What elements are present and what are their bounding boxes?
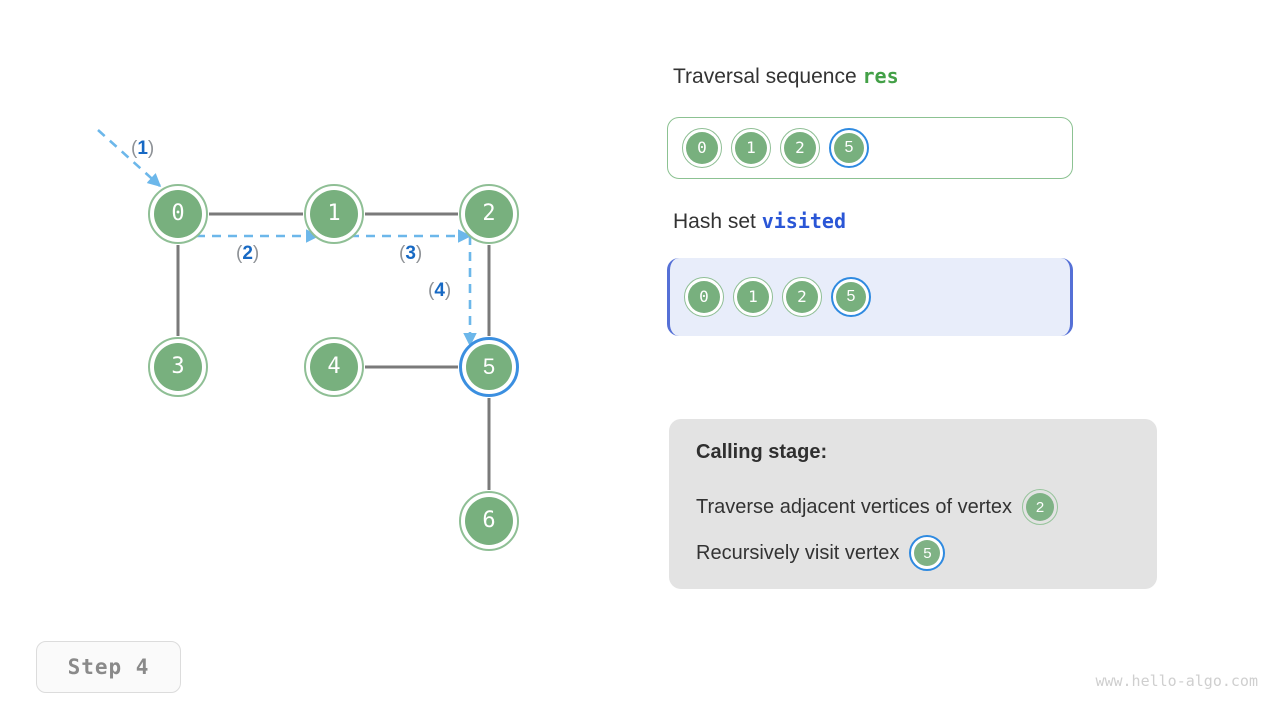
traversal-step-label-1: (1) bbox=[131, 138, 155, 159]
cell-label: 5 bbox=[844, 139, 854, 156]
res-code-label: res bbox=[862, 64, 899, 88]
calling-stage-row-2-vertex: 5 bbox=[909, 535, 946, 571]
cell-disc bbox=[786, 281, 818, 313]
cell-label: 2 bbox=[797, 287, 807, 306]
cell-disc bbox=[686, 132, 718, 164]
node-label: 5 bbox=[482, 354, 496, 379]
node-label: 0 bbox=[171, 201, 185, 226]
vertex-label: 5 bbox=[923, 544, 932, 562]
node-disc bbox=[466, 344, 512, 390]
graph-node-1[interactable]: 1 bbox=[304, 184, 364, 244]
cell-disc bbox=[784, 132, 816, 164]
cell-disc bbox=[737, 281, 769, 313]
graph-node-6[interactable]: 6 bbox=[459, 491, 519, 551]
graph-traversal-arrows bbox=[97, 129, 477, 347]
calling-stage-panel: Calling stage: Traverse adjacent vertice… bbox=[669, 419, 1157, 589]
node-label: 6 bbox=[482, 508, 496, 533]
arrow-1 bbox=[97, 129, 162, 188]
cell-label: 2 bbox=[795, 138, 805, 157]
visited-caption-text: Hash set bbox=[673, 210, 762, 233]
cell-label: 0 bbox=[699, 287, 709, 306]
cell-label: 1 bbox=[746, 138, 756, 157]
visited-cell: 2 bbox=[782, 277, 822, 317]
vertex-label: 2 bbox=[1035, 498, 1045, 516]
traversal-step-label-3: (3) bbox=[399, 243, 423, 264]
graph-node-4[interactable]: 4 bbox=[304, 337, 364, 397]
step-badge: Step 4 bbox=[36, 641, 181, 693]
calling-stage-title: Calling stage: bbox=[696, 441, 828, 463]
graph-node-0[interactable]: 0 bbox=[148, 184, 208, 244]
graph-node-2[interactable]: 2 bbox=[459, 184, 519, 244]
node-disc bbox=[465, 497, 513, 545]
node-label: 2 bbox=[482, 201, 496, 226]
graph-edges bbox=[176, 212, 491, 490]
traversal-step-label-2: (2) bbox=[236, 243, 260, 264]
res-cell: 0 bbox=[682, 128, 722, 168]
calling-stage-row-1-text: Traverse adjacent vertices of vertex bbox=[696, 495, 1013, 518]
res-container: 0 1 2 5 bbox=[667, 117, 1073, 179]
res-caption: Traversal sequence res bbox=[673, 64, 899, 89]
node-disc bbox=[310, 343, 358, 391]
node-label: 3 bbox=[171, 354, 185, 379]
res-cell: 5 bbox=[829, 128, 869, 168]
cell-disc bbox=[688, 281, 720, 313]
node-disc bbox=[154, 343, 202, 391]
calling-stage-row-2: Recursively visit vertex 5 bbox=[696, 535, 946, 571]
cell-disc bbox=[834, 133, 864, 163]
node-disc bbox=[465, 190, 513, 238]
node-label: 4 bbox=[327, 354, 341, 379]
cell-label: 5 bbox=[846, 288, 856, 305]
res-cell: 2 bbox=[780, 128, 820, 168]
vertex-disc bbox=[914, 540, 941, 566]
visited-caption: Hash set visited bbox=[673, 209, 846, 234]
node-label: 1 bbox=[327, 201, 341, 226]
graph-node-3[interactable]: 3 bbox=[148, 337, 208, 397]
visited-code-label: visited bbox=[761, 209, 847, 233]
cell-label: 1 bbox=[748, 287, 758, 306]
visited-cell: 0 bbox=[684, 277, 724, 317]
res-cell: 1 bbox=[731, 128, 771, 168]
node-disc bbox=[154, 190, 202, 238]
calling-stage-row-1: Traverse adjacent vertices of vertex 2 bbox=[696, 489, 1059, 525]
visited-cell: 1 bbox=[733, 277, 773, 317]
visited-container: 0 1 2 5 bbox=[667, 258, 1073, 336]
cell-disc bbox=[836, 282, 866, 312]
res-cell-list: 0 1 2 5 bbox=[682, 118, 869, 178]
watermark: www.hello-algo.com bbox=[1095, 672, 1258, 690]
cell-disc bbox=[735, 132, 767, 164]
node-disc bbox=[310, 190, 358, 238]
res-caption-text: Traversal sequence bbox=[673, 65, 863, 88]
calling-stage-row-1-vertex: 2 bbox=[1022, 489, 1059, 525]
visited-cell-list: 0 1 2 5 bbox=[684, 258, 871, 336]
visited-cell: 5 bbox=[831, 277, 871, 317]
vertex-disc bbox=[1026, 493, 1055, 521]
graph-diagram bbox=[97, 129, 491, 490]
traversal-step-label-4: (4) bbox=[428, 280, 452, 301]
graph-node-5[interactable]: 5 bbox=[459, 337, 519, 397]
cell-label: 0 bbox=[697, 138, 707, 157]
calling-stage-row-2-text: Recursively visit vertex bbox=[696, 541, 900, 564]
